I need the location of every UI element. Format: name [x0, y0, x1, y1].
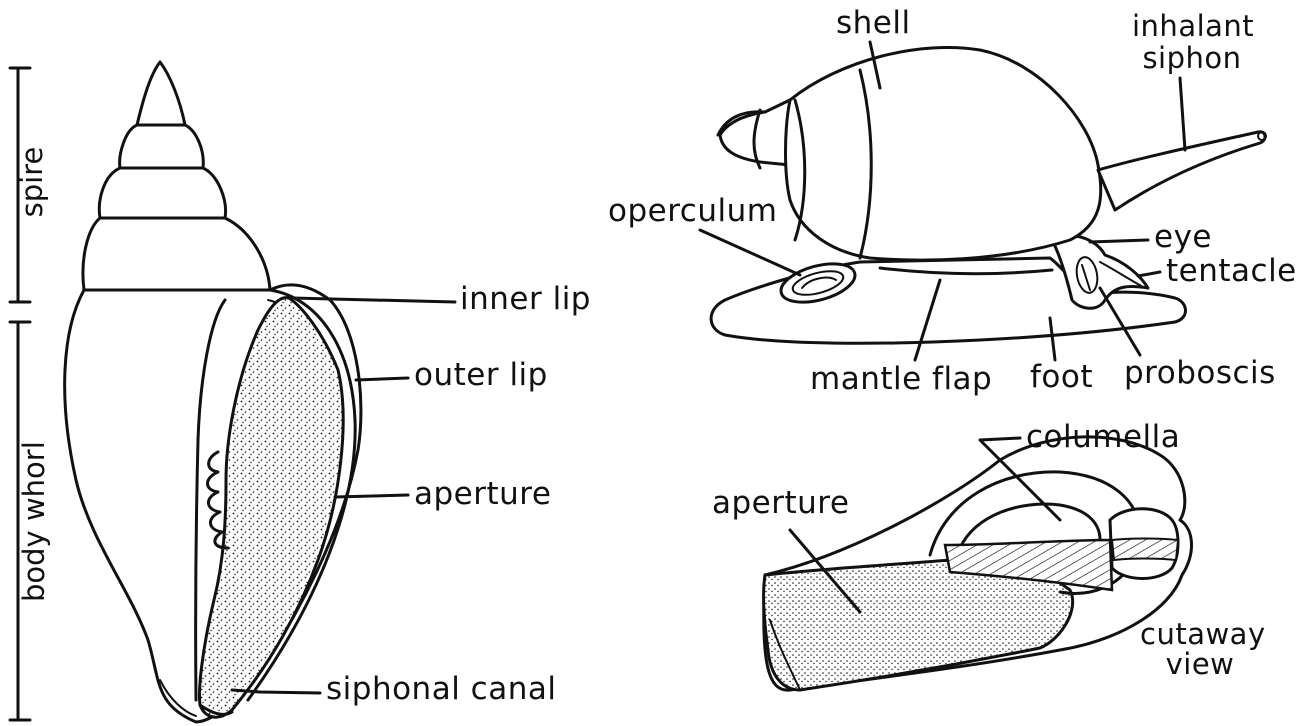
mantle-flap-label: mantle flap — [810, 364, 992, 395]
spire-label: spire — [15, 142, 49, 222]
siphon-leader — [1180, 78, 1185, 150]
aperture-label-cutaway: aperture — [712, 488, 849, 519]
tentacle-label: tentacle — [1166, 256, 1297, 287]
cutaway-shell — [764, 437, 1192, 690]
snail-shell-body — [786, 47, 1101, 260]
outer-lip-leader — [356, 378, 408, 380]
tentacle-leader — [1138, 272, 1160, 276]
operculum-leader — [700, 230, 800, 275]
aperture-leader — [335, 495, 408, 497]
spire-whorl-3 — [99, 168, 225, 224]
inhalant-siphon-label-1: inhalant — [1132, 12, 1252, 41]
body-whorl-label: body whorl — [17, 442, 51, 602]
shell-label: shell — [836, 8, 911, 39]
cutaway-view-label-1: cutaway — [1140, 620, 1260, 649]
proboscis-label: proboscis — [1124, 358, 1276, 389]
outer-lip-label: outer lip — [414, 360, 548, 391]
living-snail — [700, 42, 1266, 360]
eye-leader — [1090, 240, 1148, 242]
foot-label: foot — [1030, 362, 1093, 393]
eye-label: eye — [1154, 222, 1212, 253]
columella-label: columella — [1026, 422, 1180, 453]
inhalant-siphon — [1098, 132, 1265, 210]
apex-whorl — [137, 62, 185, 125]
cutaway-view-label-2: view — [1140, 650, 1260, 679]
siphonal-canal-label: siphonal canal — [326, 674, 556, 705]
inhalant-siphon-label-2: siphon — [1132, 44, 1252, 73]
operculum-label: operculum — [608, 196, 777, 227]
left-shell — [10, 62, 455, 722]
aperture-label-left: aperture — [414, 479, 551, 510]
spire-whorl-4 — [83, 218, 270, 298]
inner-lip-label: inner lip — [460, 284, 591, 315]
spire-whorl-2 — [120, 125, 204, 173]
